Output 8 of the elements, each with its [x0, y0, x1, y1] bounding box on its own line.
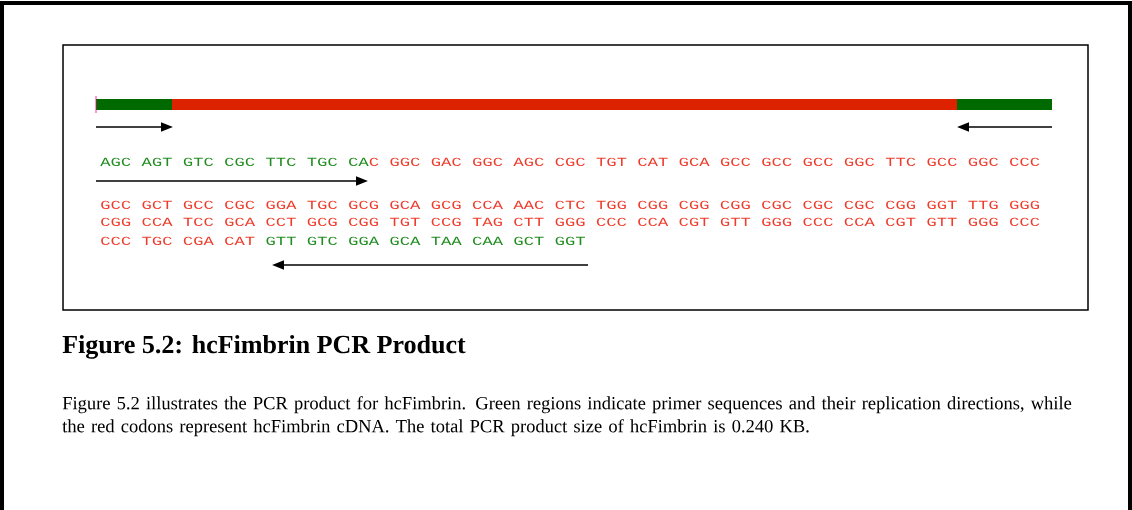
sequence-text: CGG CCA TCC GCA CCT GCG CGG TGT CCG TAG CTT GGG CCC CCA CGT GTT GGG CCC CCA CGT GTT GGG CCC	[101, 217, 1040, 227]
sequence-text: AGC AGT GTC CGC TTC TGC CA	[100, 157, 369, 167]
sequence-text: CCC TGC CGA CAT	[101, 236, 255, 246]
sequence-text: GCC GCT GCC CGC GGA TGC GCG GCA GCG CCA AAC CTC TGG CGG CGG CGG CGC CGC CGC CGG GGT TTG GGG	[101, 200, 1039, 210]
sequence-text: GTT GTC GGA GCA TAA CAA GCT GGT	[266, 236, 585, 246]
caption-paragraph: Figure 5.2 illustrates the PCR product for hcFimbrin. Green regions indicate primer sequences and their replication directions, while the red codons represent hcFimbrin cDNA. The total PCR product size of hcFimbrin is 0.240 KB.	[62, 396, 1072, 437]
sequence-text: C GGC GAC GGC AGC CGC TGT CAT GCA GCC GCC GCC GGC TTC GCC GGC CCC	[369, 157, 1040, 167]
figure-title: Figure 5.2: hcFimbrin PCR Product	[62, 334, 466, 359]
